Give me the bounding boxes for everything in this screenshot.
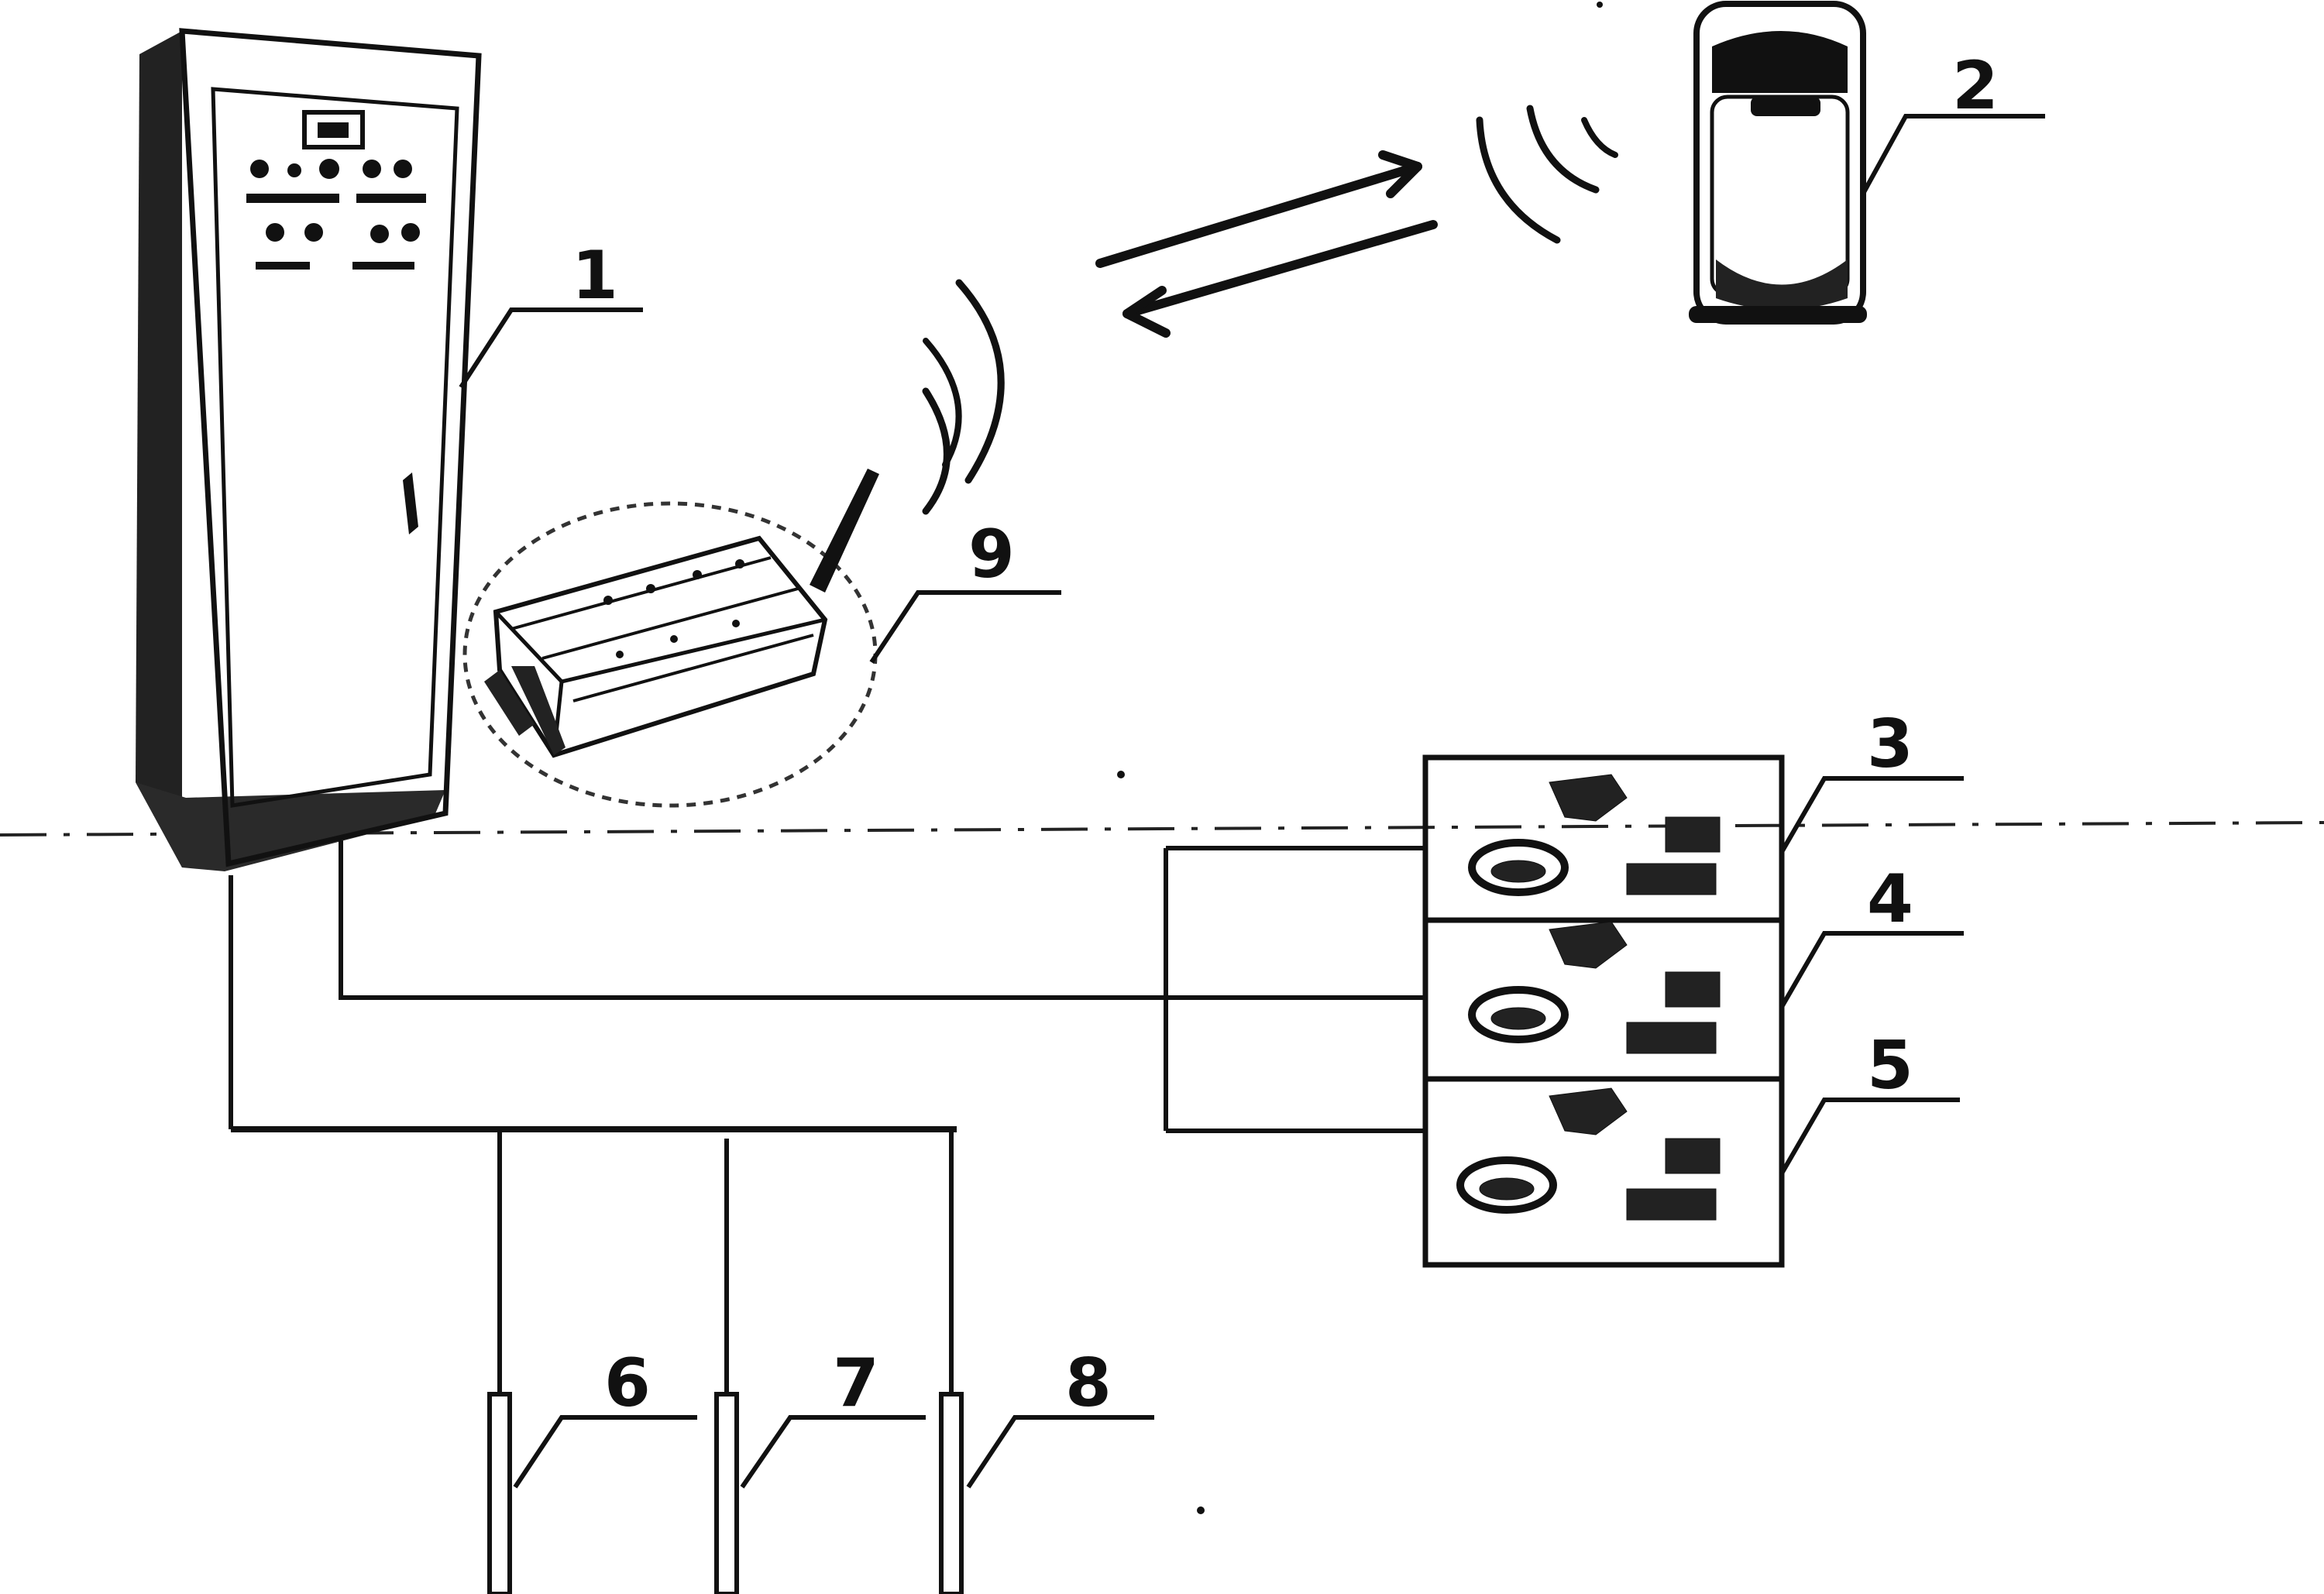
units-box bbox=[1422, 754, 1785, 1268]
label-6: 6 bbox=[604, 1345, 651, 1422]
label-5: 5 bbox=[1867, 1027, 1913, 1104]
unit-4-devices bbox=[1468, 921, 1721, 1054]
label-3: 3 bbox=[1867, 706, 1913, 783]
signal-waves-right bbox=[1476, 105, 1618, 244]
sensor-rod-6 bbox=[487, 1392, 512, 1594]
cabinet-knobs bbox=[246, 159, 426, 270]
label-9: 9 bbox=[968, 516, 1015, 593]
label-8: 8 bbox=[1065, 1345, 1112, 1422]
leader-lines bbox=[459, 114, 2045, 1489]
label-4: 4 bbox=[1867, 861, 1913, 938]
unit-5-devices bbox=[1456, 1087, 1721, 1221]
mobile-phone bbox=[1689, 1, 1867, 325]
control-cabinet bbox=[136, 28, 482, 871]
bidirectional-arrows bbox=[1095, 150, 1438, 338]
speck bbox=[1117, 771, 1125, 778]
speck bbox=[1597, 2, 1603, 8]
label-7: 7 bbox=[833, 1345, 879, 1422]
signal-waves-left bbox=[922, 279, 1005, 515]
wireless-module bbox=[462, 469, 879, 808]
speck bbox=[1197, 1506, 1205, 1514]
cabinet-display bbox=[302, 110, 365, 149]
centerline bbox=[0, 821, 2324, 837]
wiring bbox=[229, 840, 1424, 1394]
label-2: 2 bbox=[1952, 47, 1999, 125]
label-1: 1 bbox=[572, 237, 618, 314]
sensor-rod-8 bbox=[939, 1392, 964, 1594]
sensor-rods bbox=[487, 1392, 964, 1594]
sensor-rod-7 bbox=[714, 1392, 739, 1594]
unit-3-devices bbox=[1468, 774, 1721, 896]
